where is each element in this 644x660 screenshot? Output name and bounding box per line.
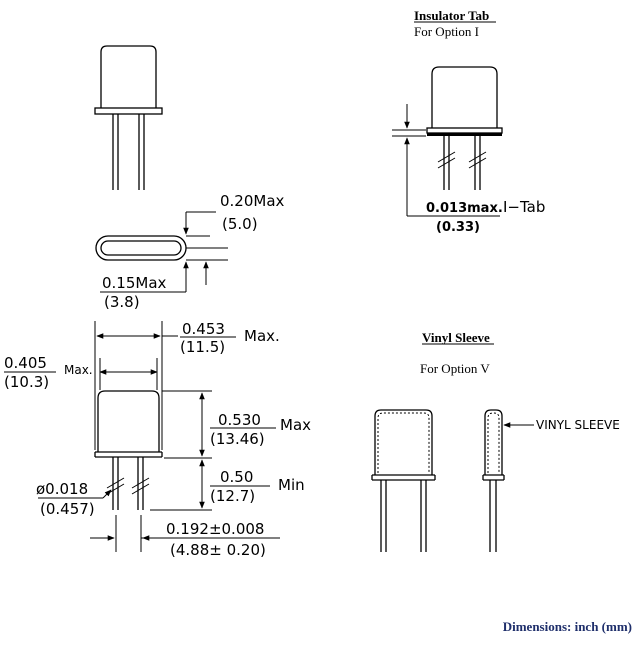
dim-depth-inch: 0.405 (4, 354, 47, 372)
dim-pitch-inch: 0.192±0.008 (166, 520, 264, 538)
dimensions-caption: Dimensions: inch (mm) (503, 619, 632, 634)
insulator-title: Insulator Tab (414, 8, 489, 23)
profile-can (100, 45, 157, 108)
vinyl-subtitle: For Option V (420, 361, 490, 376)
profile-base (94, 107, 163, 115)
vinyl-side-can (484, 409, 503, 475)
top-outline-inner (100, 240, 182, 256)
insulator-subtitle: For Option I (414, 24, 479, 39)
dim-diameter-mm: (0.457) (40, 500, 95, 518)
dim-top-width-inch: 0.20Max (220, 192, 285, 210)
top-outline-outer (95, 235, 187, 261)
dim-depth-mm: (10.3) (4, 373, 49, 391)
front-can (97, 390, 160, 452)
dim-diameter-inch: ø0.018 (36, 480, 88, 498)
dim-lead-mm: (12.7) (210, 487, 255, 505)
vinyl-sleeve-label: VINYL SLEEVE (536, 418, 620, 432)
dim-depth-suffix: Max. (64, 363, 93, 377)
insulator-tab-view: Insulator Tab For Option I 0.013max. I−T… (392, 8, 545, 235)
insulator-dim-suffix: I−Tab (503, 198, 545, 216)
profile-view (94, 45, 163, 190)
dim-top-width-mm: (5.0) (222, 215, 258, 233)
top-view: 0.20Max (5.0) 0.15Max (3.8) (95, 192, 285, 311)
dim-height-suffix: Max (280, 416, 311, 434)
dim-top-depth-mm: (3.8) (104, 293, 140, 311)
vinyl-title: Vinyl Sleeve (422, 330, 490, 345)
insulator-can (431, 66, 498, 128)
insulator-dim-mm: (0.33) (436, 220, 480, 235)
front-view: 0.453 (11.5) Max. 0.405 (10.3) Max. 0.53… (4, 320, 311, 559)
dim-height-mm: (13.46) (210, 430, 265, 448)
dim-width-suffix: Max. (244, 327, 280, 345)
dim-lead-suffix: Min (278, 476, 305, 494)
dim-lead-inch: 0.50 (220, 468, 253, 486)
dim-width-inch: 0.453 (182, 320, 225, 338)
dim-top-depth-inch: 0.15Max (102, 274, 167, 292)
vinyl-front-can (374, 409, 433, 475)
insulator-tab (427, 133, 502, 136)
vinyl-sleeve-view: Vinyl Sleeve For Option V VINYL SLEEVE (371, 330, 620, 552)
dim-pitch-mm: (4.88± 0.20) (170, 541, 266, 559)
dim-width-mm: (11.5) (180, 338, 225, 356)
insulator-base (426, 127, 503, 134)
insulator-dim-inch: 0.013max. (426, 201, 503, 216)
dim-height-inch: 0.530 (218, 411, 261, 429)
